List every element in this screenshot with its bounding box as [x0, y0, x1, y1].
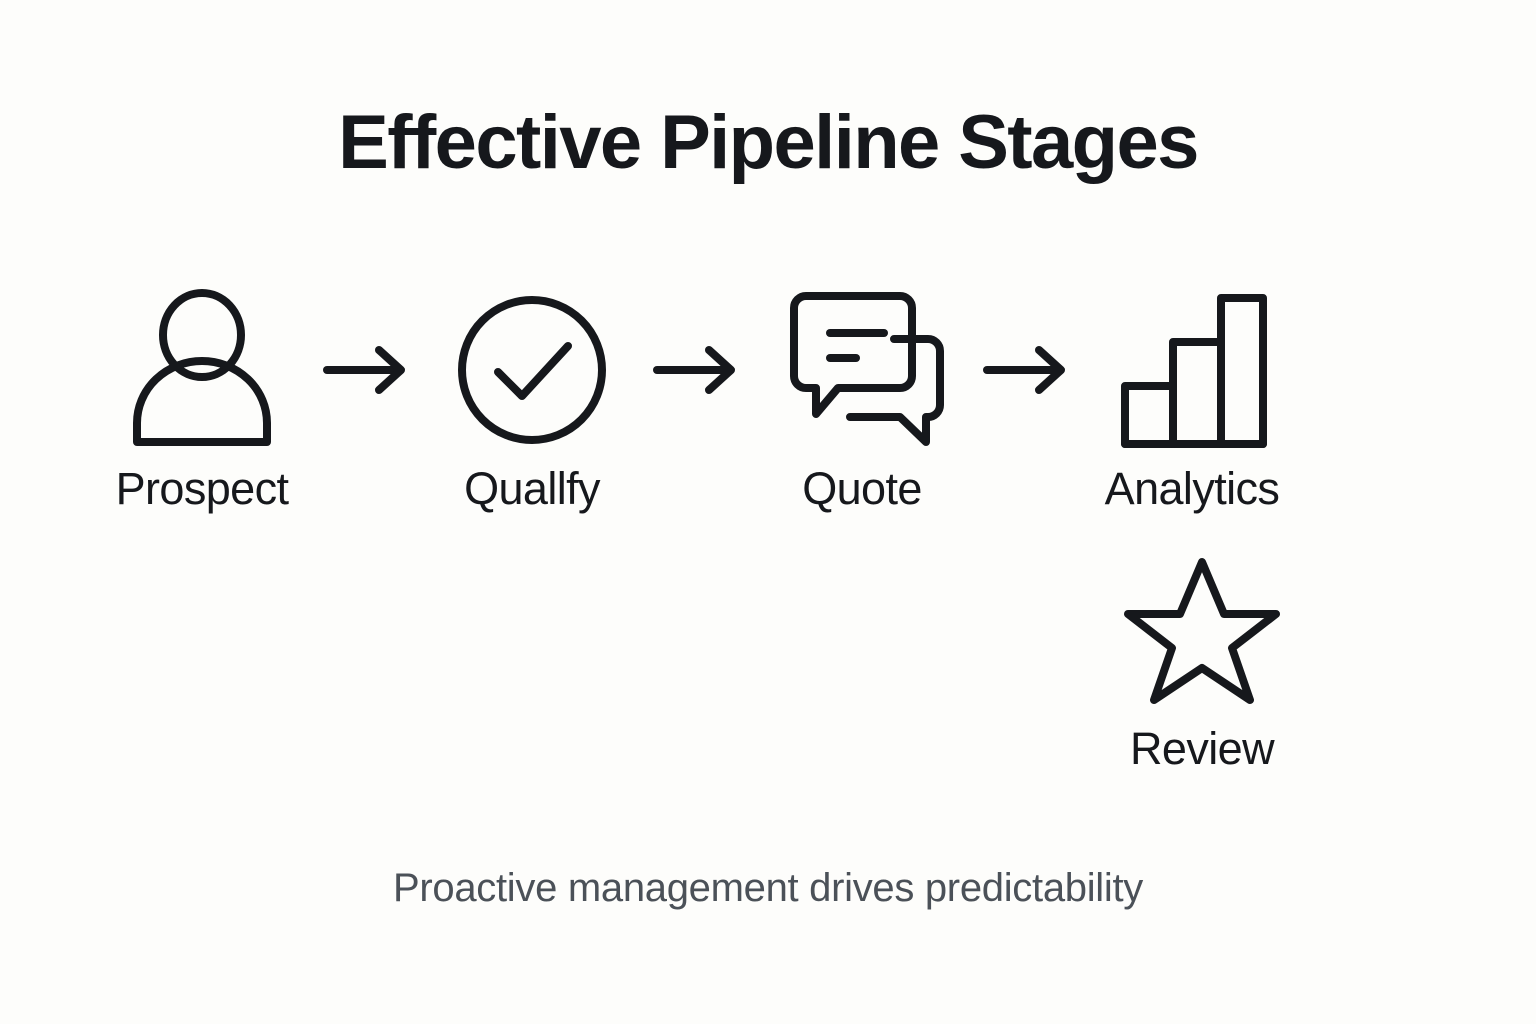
arrow-right-icon: [952, 282, 1102, 457]
person-icon: [117, 282, 287, 457]
bar-chart-icon: [1107, 282, 1277, 457]
stage-label: Review: [1130, 722, 1275, 774]
arrow-right-icon: [622, 282, 772, 457]
stage-prospect[interactable]: Prospect: [112, 282, 292, 514]
stage-quallfy[interactable]: Quallfy: [442, 282, 622, 514]
stage-label: Quallfy: [464, 463, 600, 514]
stage-label: Quote: [802, 463, 922, 514]
stage-analytics[interactable]: Analytics: [1102, 282, 1282, 514]
chat-bubbles-icon: [777, 282, 947, 457]
stage-quote[interactable]: Quote: [772, 282, 952, 514]
stage-label: Prospect: [115, 463, 289, 514]
stage-review[interactable]: Review: [1112, 542, 1292, 774]
check-circle-icon: [447, 282, 617, 457]
arrow-right-icon: [292, 282, 442, 457]
slide-caption: Proactive management drives predictabili…: [393, 866, 1143, 910]
star-icon: [1117, 542, 1287, 717]
stage-label: Analytics: [1104, 463, 1280, 514]
pipeline-stage-list: Prospect Quallfy: [112, 282, 1424, 773]
page-title: Effective Pipeline Stages: [338, 100, 1199, 185]
